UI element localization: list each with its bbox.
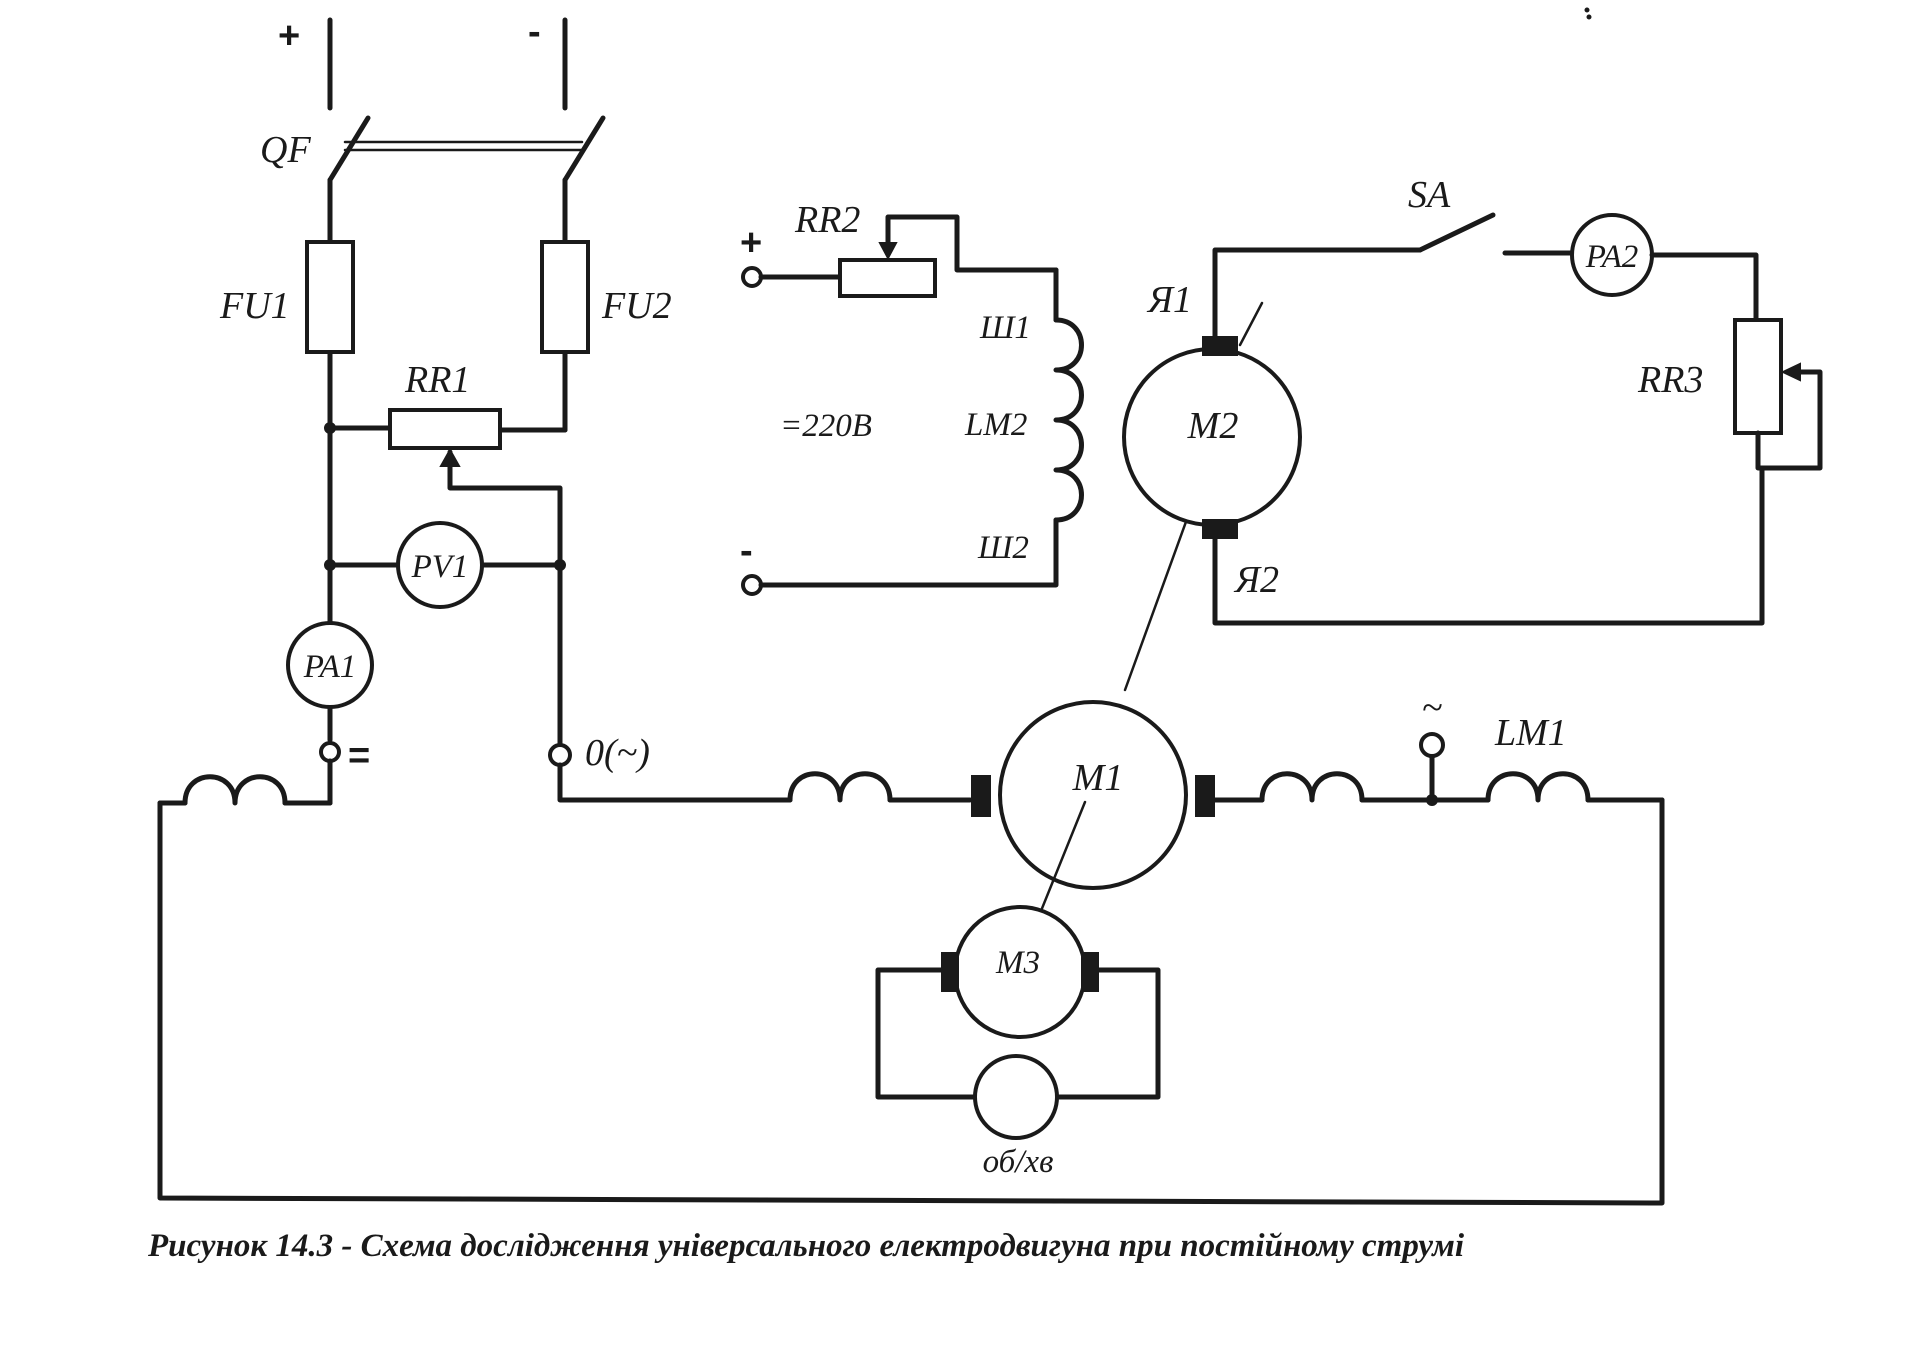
pv1-label: PV1 bbox=[411, 549, 469, 585]
sh2-label: Ш2 bbox=[977, 530, 1029, 566]
series-coil-right bbox=[1211, 755, 1665, 806]
scan-specks bbox=[1584, 7, 1592, 20]
ya1-label: Я1 bbox=[1146, 279, 1192, 321]
terminal-ac: ~ bbox=[1419, 687, 1445, 758]
rpm-label: об/хв bbox=[983, 1144, 1054, 1180]
pa2-label: PA2 bbox=[1585, 239, 1639, 275]
voltmeter-pv1: PV1 bbox=[396, 521, 484, 609]
lm1-label: LM1 bbox=[1494, 712, 1567, 754]
supply-minus-label: - bbox=[528, 11, 541, 53]
m1-label: M1 bbox=[1072, 757, 1124, 799]
rheostat-rr1: RR1 bbox=[388, 359, 502, 467]
armature-wires bbox=[1212, 247, 1765, 626]
figure-caption: Рисунок 14.3 - Схема дослідження універс… bbox=[148, 1228, 1465, 1264]
fu2-label: FU2 bbox=[601, 285, 672, 327]
series-coil-left bbox=[157, 758, 333, 806]
rr3-label: RR3 bbox=[1637, 359, 1703, 401]
fuse-fu2: FU2 bbox=[540, 240, 672, 354]
outer-loop-wire bbox=[157, 797, 1665, 1206]
series-coil-middle bbox=[557, 762, 973, 803]
rheostat-rr2: RR2 bbox=[758, 199, 1059, 298]
ammeter-pa2: PA2 bbox=[1570, 213, 1759, 323]
rr1-label: RR1 bbox=[404, 359, 470, 401]
voltage-label: =220В bbox=[780, 408, 872, 444]
circuit-breaker-qf: QF bbox=[260, 115, 606, 183]
sh1-label: Ш1 bbox=[979, 310, 1031, 346]
motor-m3: M3 bbox=[941, 905, 1099, 1039]
qf-label: QF bbox=[260, 129, 311, 171]
m3-label: M3 bbox=[995, 945, 1040, 981]
rheostat-rr3: RR3 bbox=[1637, 318, 1823, 471]
m3-loop-wire bbox=[875, 967, 1161, 1100]
fuse-fu1: FU1 bbox=[219, 240, 355, 354]
left-branch-wires bbox=[327, 177, 568, 748]
terminal-dc: = bbox=[319, 735, 370, 777]
field-coil-lm2: Ш1 LM2 Ш2 bbox=[758, 267, 1084, 588]
tachometer-rpm: об/хв bbox=[973, 1054, 1059, 1180]
field-minus-label: - bbox=[740, 530, 753, 572]
ac-terminal-label: ~ bbox=[1422, 687, 1443, 729]
motor-m2: M2 Я1 Я2 bbox=[1122, 279, 1302, 601]
junction-dots bbox=[324, 422, 566, 571]
motor-m1: M1 bbox=[971, 700, 1215, 890]
pa1-label: PA1 bbox=[303, 649, 357, 685]
dc-terminal-label: = bbox=[348, 735, 370, 777]
supply-bus: + - bbox=[278, 11, 568, 111]
switch-sa: SA bbox=[1408, 174, 1575, 256]
fu1-label: FU1 bbox=[219, 285, 290, 327]
ammeter-pa1: PA1 bbox=[286, 621, 374, 709]
terminal-zero: 0(~) bbox=[548, 732, 650, 774]
m2-label: M2 bbox=[1187, 405, 1239, 447]
zero-terminal-label: 0(~) bbox=[585, 732, 650, 774]
sa-label: SA bbox=[1408, 174, 1451, 216]
lm2-label: LM2 bbox=[964, 407, 1027, 443]
supply-plus-label: + bbox=[278, 15, 300, 57]
rr2-label: RR2 bbox=[794, 199, 860, 241]
field-plus-label: + bbox=[740, 222, 762, 264]
field-supply: + - =220В bbox=[740, 222, 872, 596]
ya2-label: Я2 bbox=[1233, 559, 1279, 601]
